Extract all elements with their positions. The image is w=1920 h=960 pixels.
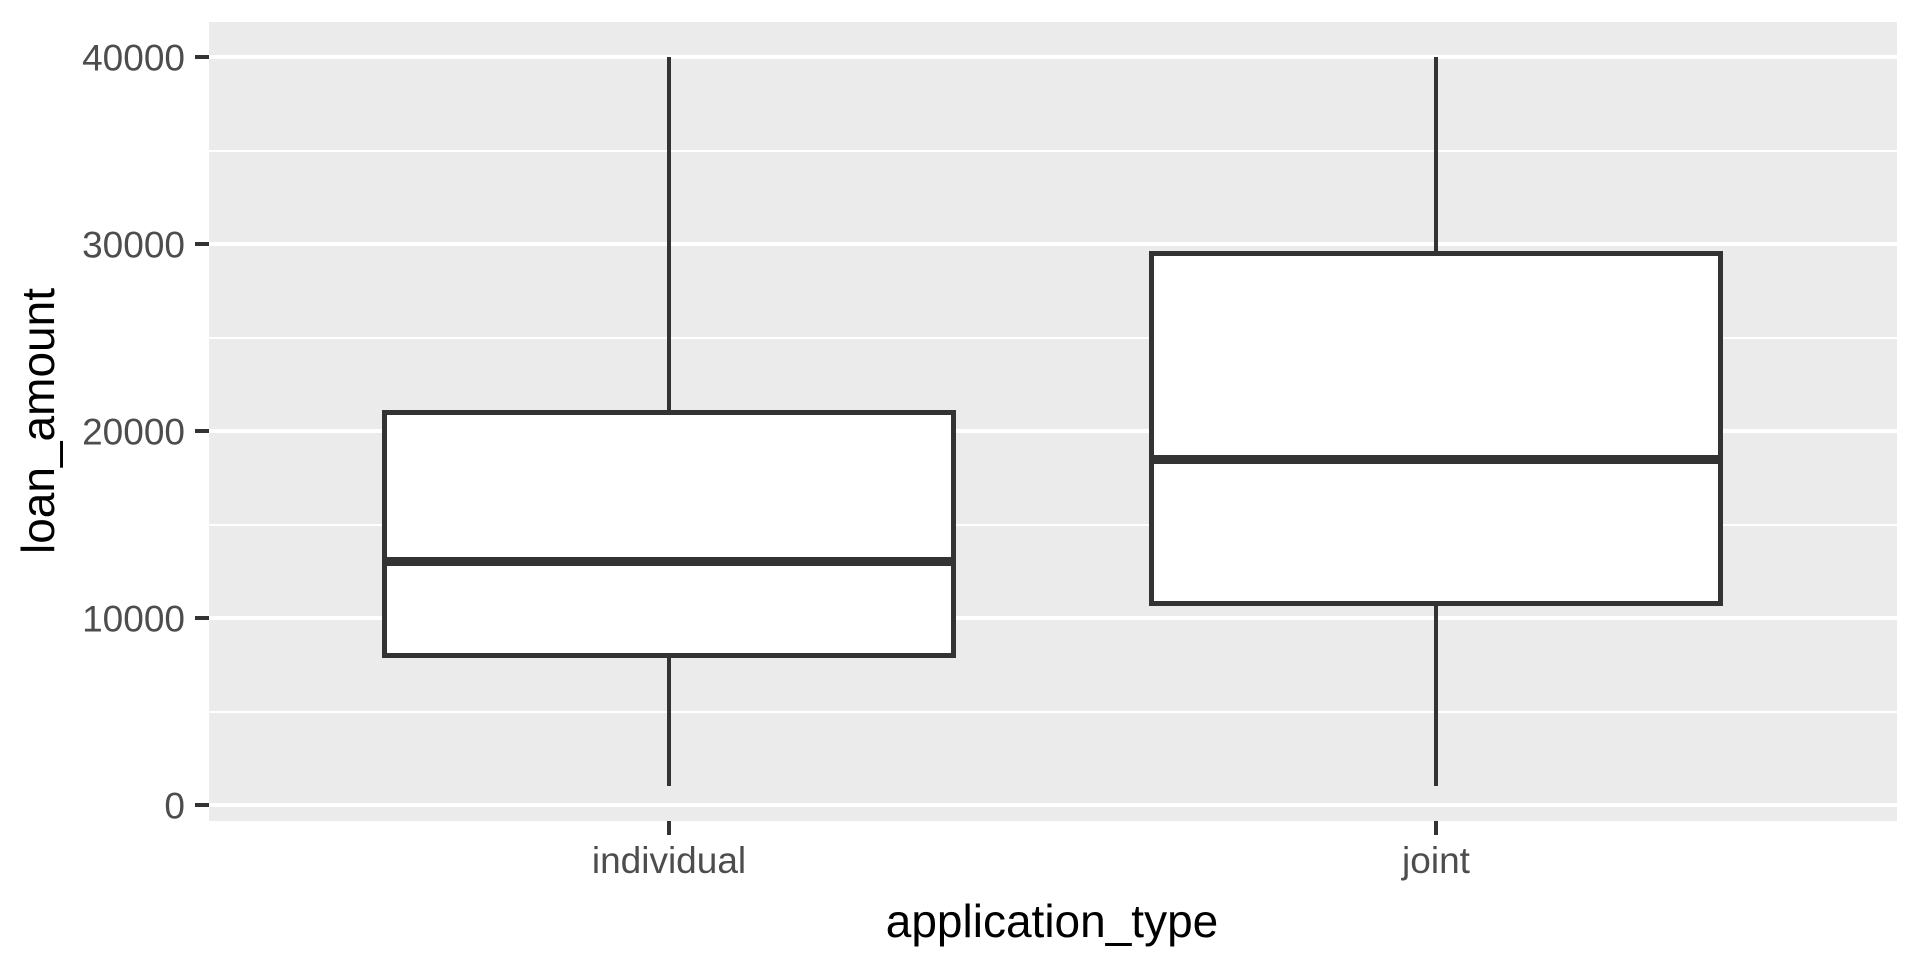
grid-major-line (209, 616, 1897, 620)
x-tick-mark (1434, 821, 1438, 835)
grid-minor-line (209, 149, 1897, 152)
y-tick-mark (195, 616, 209, 620)
median-line-individual (387, 557, 951, 567)
grid-major-line (209, 242, 1897, 246)
y-tick-label: 20000 (82, 411, 185, 453)
y-tick-mark (195, 242, 209, 246)
y-tick-mark (195, 55, 209, 59)
grid-minor-line (209, 336, 1897, 339)
whisker-upper-joint (1434, 57, 1438, 251)
median-line-joint (1154, 454, 1718, 464)
box-joint (1149, 250, 1723, 607)
box-individual (382, 409, 956, 658)
whisker-upper-individual (667, 57, 671, 410)
whisker-lower-joint (1434, 606, 1438, 787)
y-tick-label: 10000 (82, 598, 185, 640)
y-tick-label: 40000 (82, 37, 185, 79)
x-tick-label-joint: joint (1402, 840, 1470, 881)
y-axis-title: loan_amount (12, 288, 64, 554)
x-tick-mark (667, 821, 671, 835)
whisker-lower-individual (667, 657, 671, 787)
y-tick-label: 0 (164, 785, 185, 827)
y-tick-mark (195, 803, 209, 807)
grid-minor-line (209, 710, 1897, 713)
y-tick-label: 30000 (82, 224, 185, 266)
y-tick-mark (195, 429, 209, 433)
grid-major-line (209, 429, 1897, 433)
grid-major-line (209, 803, 1897, 807)
grid-major-line (209, 55, 1897, 59)
x-tick-label-individual: individual (591, 840, 747, 881)
x-axis-title: application_type (885, 895, 1219, 947)
grid-minor-line (209, 523, 1897, 526)
